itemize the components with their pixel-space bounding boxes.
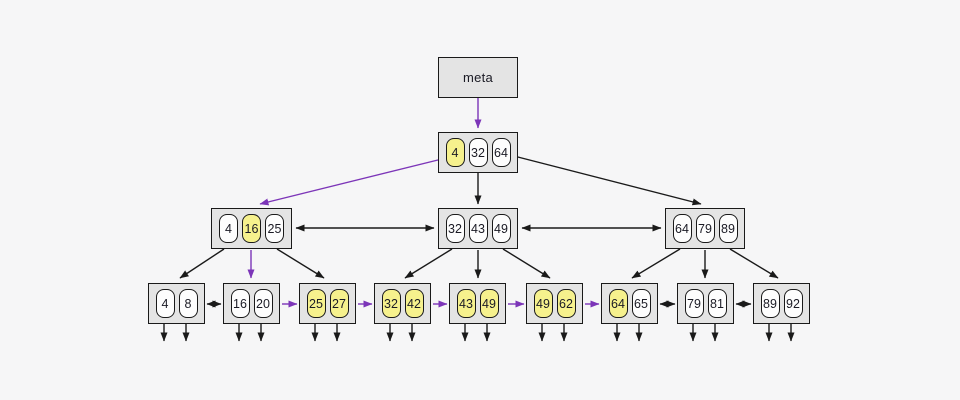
key-cell-leaf-9-89: 89	[760, 289, 780, 318]
key-cell-leaf-3-25: 25	[306, 289, 326, 318]
key-cell-internal-2-49: 49	[491, 214, 511, 243]
key-cell-leaf-8-81: 81	[707, 289, 727, 318]
edge-internal-3-89-to-leaf-9	[729, 248, 779, 279]
key-cell-root-64: 64	[491, 138, 511, 167]
key-cell-internal-1-25: 25	[265, 214, 284, 243]
key-cell-leaf-6-62: 62	[556, 289, 576, 318]
key-cell-leaf-9-92: 92	[783, 289, 803, 318]
key-cell-leaf-5-43: 43	[456, 289, 476, 318]
key-cell-root-32: 32	[468, 138, 488, 167]
edge-internal-1-4-to-leaf-1	[179, 248, 225, 279]
key-cell-leaf-8-79: 79	[684, 289, 704, 318]
key-cell-leaf-3-27: 27	[329, 289, 349, 318]
key-cell-internal-2-32: 32	[445, 214, 465, 243]
key-cell-leaf-4-42: 42	[404, 289, 424, 318]
key-cell-internal-1-4: 4	[219, 214, 238, 243]
key-cell-leaf-4-32: 32	[381, 289, 401, 318]
edge-internal-1-25-to-leaf-3	[276, 248, 325, 279]
key-cell-leaf-7-65: 65	[631, 289, 651, 318]
key-cell-leaf-5-49: 49	[479, 289, 499, 318]
key-cell-internal-3-89: 89	[718, 214, 738, 243]
key-cell-internal-1-16: 16	[242, 214, 261, 243]
edge-internal-2-32-to-leaf-4	[404, 248, 453, 279]
edge-root-4-to-internal-1	[259, 157, 447, 206]
key-cell-leaf-6-49: 49	[533, 289, 553, 318]
key-cell-internal-2-43: 43	[468, 214, 488, 243]
edge-root-64-to-internal-3	[509, 154, 702, 206]
key-cell-leaf-1-8: 8	[178, 289, 198, 318]
key-cell-root-4: 4	[445, 138, 465, 167]
key-cell-leaf-2-20: 20	[253, 289, 273, 318]
edge-internal-3-64-to-leaf-7	[631, 248, 681, 279]
meta-label: meta	[462, 70, 494, 85]
key-cell-leaf-1-4: 4	[155, 289, 175, 318]
key-cell-internal-3-64: 64	[672, 214, 692, 243]
tree-node-meta: meta	[438, 57, 518, 98]
key-cell-leaf-7-64: 64	[608, 289, 628, 318]
edge-internal-2-49-to-leaf-6	[502, 248, 551, 279]
key-cell-internal-3-79: 79	[695, 214, 715, 243]
key-cell-leaf-2-16: 16	[230, 289, 250, 318]
